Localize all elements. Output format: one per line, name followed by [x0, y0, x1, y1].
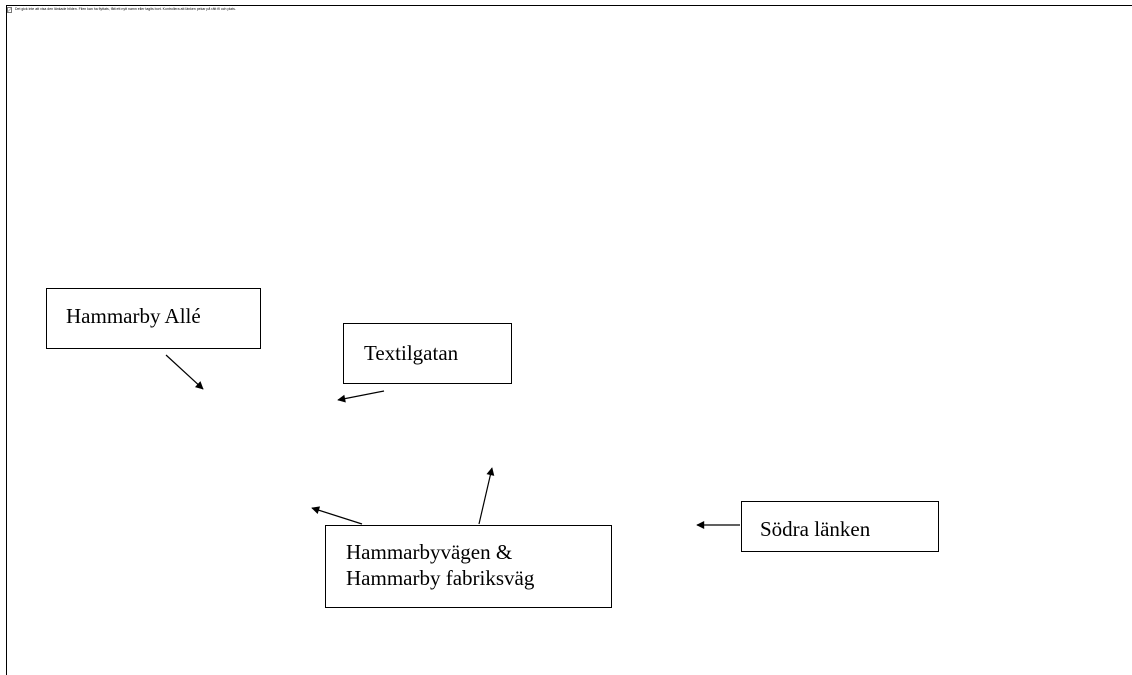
- arrow-textilgatan: [337, 390, 385, 403]
- label-sodra-lanken-text: Södra länken: [760, 517, 871, 541]
- arrow-hammarby-alle: [165, 354, 204, 390]
- label-hammarbyvagen: Hammarbyvägen & Hammarby fabriksväg: [325, 525, 612, 608]
- image-frame-left-border: [6, 5, 7, 675]
- label-hammarbyvagen-line2: Hammarby fabriksväg: [346, 566, 535, 590]
- label-sodra-lanken: Södra länken: [741, 501, 939, 552]
- arrow-hammarbyvagen-up: [478, 467, 495, 525]
- label-hammarbyvagen-line1: Hammarbyvägen &: [346, 540, 513, 564]
- image-frame-top-border: [6, 5, 1132, 6]
- image-error-message: Det gick inte att visa den länkade bilde…: [15, 7, 236, 11]
- arrow-hammarbyvagen-left: [311, 506, 363, 525]
- label-textilgatan: Textilgatan: [343, 323, 512, 384]
- label-hammarby-alle-text: Hammarby Allé: [66, 304, 201, 328]
- label-hammarby-alle: Hammarby Allé: [46, 288, 261, 349]
- broken-image-icon: [7, 7, 12, 13]
- label-textilgatan-text: Textilgatan: [364, 341, 459, 365]
